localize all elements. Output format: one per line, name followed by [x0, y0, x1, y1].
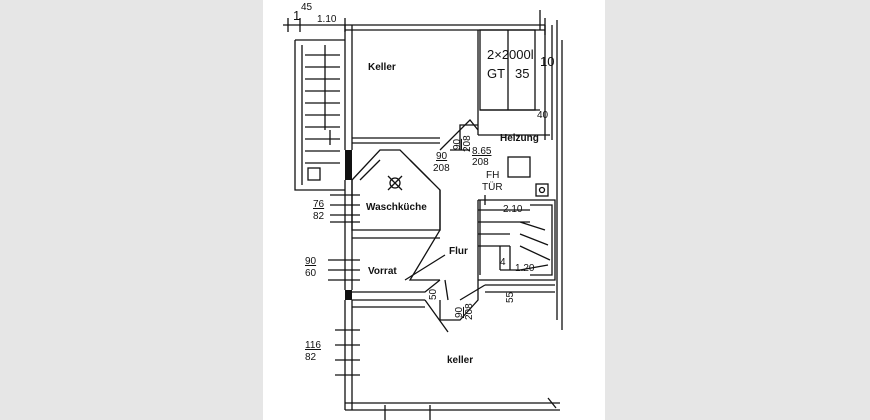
dim-stair-landing: 2.10	[503, 204, 523, 215]
fh-label: FH	[486, 170, 500, 181]
dim-top-b: 45	[301, 2, 313, 13]
dim-door-wasch-w: 90	[436, 151, 448, 162]
room-label-vorrat: Vorrat	[368, 266, 397, 277]
waschkueche-drain-cross	[387, 175, 403, 191]
right-margin	[605, 0, 870, 420]
dim-door-vorrat: 50	[428, 288, 439, 300]
dim-door-keller-h: 208	[464, 303, 475, 320]
dim-window-wasch-h: 82	[313, 211, 325, 222]
dim-window-keller-h: 82	[305, 352, 317, 363]
tank-capacity: 2×2000l	[487, 47, 534, 62]
stair-landing	[530, 204, 553, 276]
dim-top-right: 10	[540, 54, 555, 69]
room-label-waschkueche: Waschküche	[366, 202, 427, 213]
tank-type: GT	[487, 66, 506, 81]
right-wall-lines	[479, 195, 486, 275]
stair-outline	[478, 199, 556, 281]
flur-walls	[408, 119, 479, 321]
dim-top-a: 1	[293, 8, 301, 23]
outer-wall-left-top	[344, 25, 353, 150]
outer-wall-top	[345, 24, 545, 31]
tank-divider	[480, 30, 540, 111]
dim-right-40: 40	[537, 110, 549, 121]
light-well-inner	[324, 45, 331, 145]
room-label-flur: Flur	[449, 246, 468, 257]
heizung-small-box	[535, 183, 549, 197]
wall-left-middle	[344, 180, 353, 290]
room-label-heizung: Heizung	[500, 133, 539, 144]
waschkueche-walls	[351, 149, 441, 231]
waschkueche-drain	[389, 177, 401, 189]
flur-floor-arrow	[404, 254, 449, 301]
top-dim-line	[283, 10, 546, 35]
dim-stair-right: 55	[505, 291, 516, 303]
keller-top-bottom-wall	[352, 137, 440, 144]
wall-block-1	[345, 150, 352, 180]
keller-bottom-door-swing	[424, 284, 486, 333]
heizung-small-circle	[538, 186, 546, 194]
dim-window-vorrat-h: 60	[305, 268, 317, 279]
bottom-steps	[384, 397, 557, 420]
dim-door-wasch-h: 208	[433, 163, 450, 174]
tank-number: 35	[515, 66, 530, 81]
left-margin	[0, 0, 263, 420]
heizung-wall	[459, 124, 550, 150]
heizung-boiler	[507, 156, 531, 178]
waschkueche-diagonal	[359, 159, 431, 181]
room-label-keller-bottom: keller	[447, 355, 474, 366]
outer-wall-bottom	[345, 402, 560, 411]
stair-arrow	[500, 264, 549, 271]
light-well-grate	[307, 167, 321, 181]
stair-treads	[478, 209, 551, 270]
vorrat-walls	[352, 237, 441, 293]
dim-window-wasch-w: 76	[313, 199, 325, 210]
window-vorrat-marks	[328, 259, 360, 281]
window-wasch-marks	[330, 194, 360, 223]
dim-window-keller-w: 116	[305, 340, 321, 351]
light-well-steps	[305, 54, 340, 164]
wall-block-2	[345, 290, 352, 300]
outer-wall-right	[544, 20, 563, 330]
keller-bottom-top-wall	[352, 284, 555, 308]
dim-door-heizung2-h: 208	[472, 157, 489, 168]
light-well	[294, 39, 345, 191]
dim-stair-bottom: 1.20	[515, 263, 535, 274]
window-keller-marks	[335, 329, 360, 376]
tuer-label: TÜR	[482, 182, 503, 193]
dim-window-vorrat-w: 90	[305, 256, 317, 267]
room-label-keller-top: Keller	[368, 62, 396, 73]
stair-mark: 4	[500, 257, 506, 268]
dim-door-heizung2-w: 8.65	[472, 146, 492, 157]
outer-wall-left-bottom	[344, 300, 353, 410]
dim-top-c: 1.10	[317, 14, 337, 25]
